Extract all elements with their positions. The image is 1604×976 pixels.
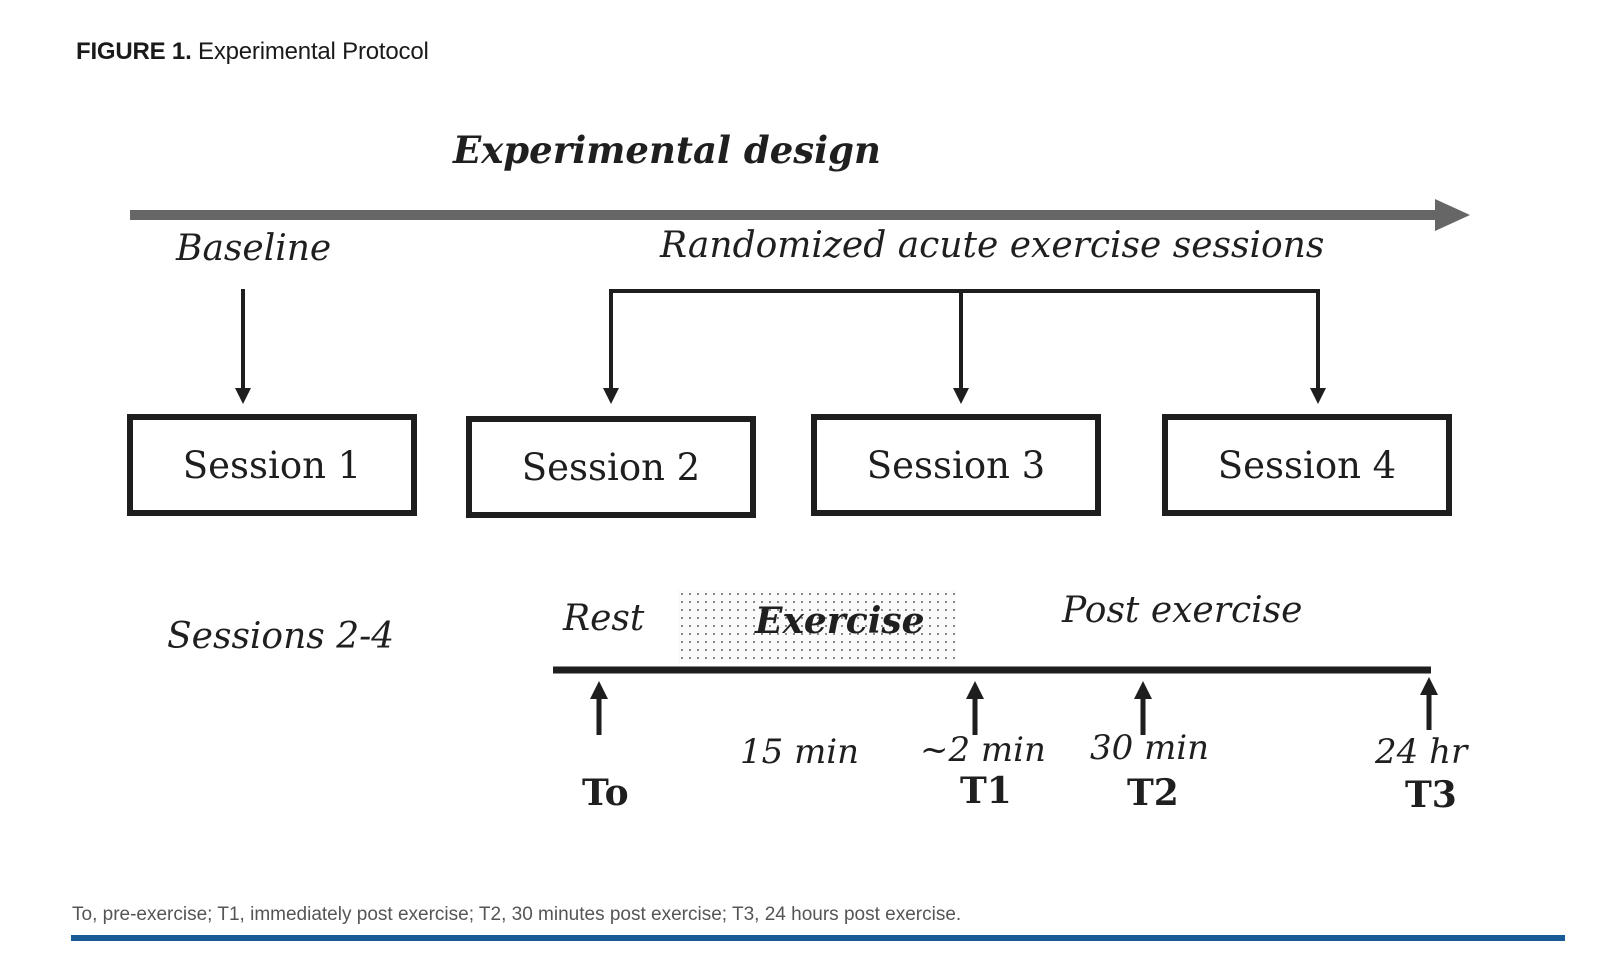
experimental-timeline-arrow	[130, 199, 1470, 231]
session-1-label: Session 1	[182, 443, 362, 487]
exercise-phase-region	[678, 590, 956, 663]
session-2-box: Session 2	[466, 416, 756, 518]
figure-footnote: To, pre-exercise; T1, immediately post e…	[72, 904, 962, 925]
session-1-box: Session 1	[127, 414, 417, 516]
t2-time-label: 30 min	[1090, 728, 1210, 768]
post-exercise-label: Post exercise	[1062, 590, 1303, 631]
design-title: Experimental design	[453, 128, 881, 172]
t2-label: T2	[1127, 772, 1179, 814]
session-4-label: Session 4	[1217, 443, 1397, 487]
t3-label: T3	[1405, 774, 1457, 816]
exercise-phase-label: Exercise	[755, 600, 925, 642]
t1-time-label: ~2 min	[920, 730, 1046, 770]
session-3-label: Session 3	[866, 443, 1046, 487]
figure-caption: FIGURE 1. Experimental Protocol	[76, 38, 429, 66]
t1-label: T1	[960, 770, 1012, 812]
sessions-2-4-label: Sessions 2-4	[167, 616, 395, 657]
t0-label: To	[582, 772, 629, 814]
figure-label: FIGURE 1.	[76, 38, 192, 65]
t3-time-label: 24 hr	[1375, 732, 1468, 772]
session-2-label: Session 2	[521, 445, 701, 489]
footer-rule	[71, 935, 1565, 941]
exercise-duration-label: 15 min	[740, 732, 860, 772]
session-4-box: Session 4	[1162, 414, 1452, 516]
figure-title: Experimental Protocol	[198, 38, 429, 65]
session-3-box: Session 3	[811, 414, 1101, 516]
baseline-label: Baseline	[176, 228, 332, 269]
rest-phase-label: Rest	[563, 598, 645, 639]
randomized-label: Randomized acute exercise sessions	[660, 225, 1325, 266]
